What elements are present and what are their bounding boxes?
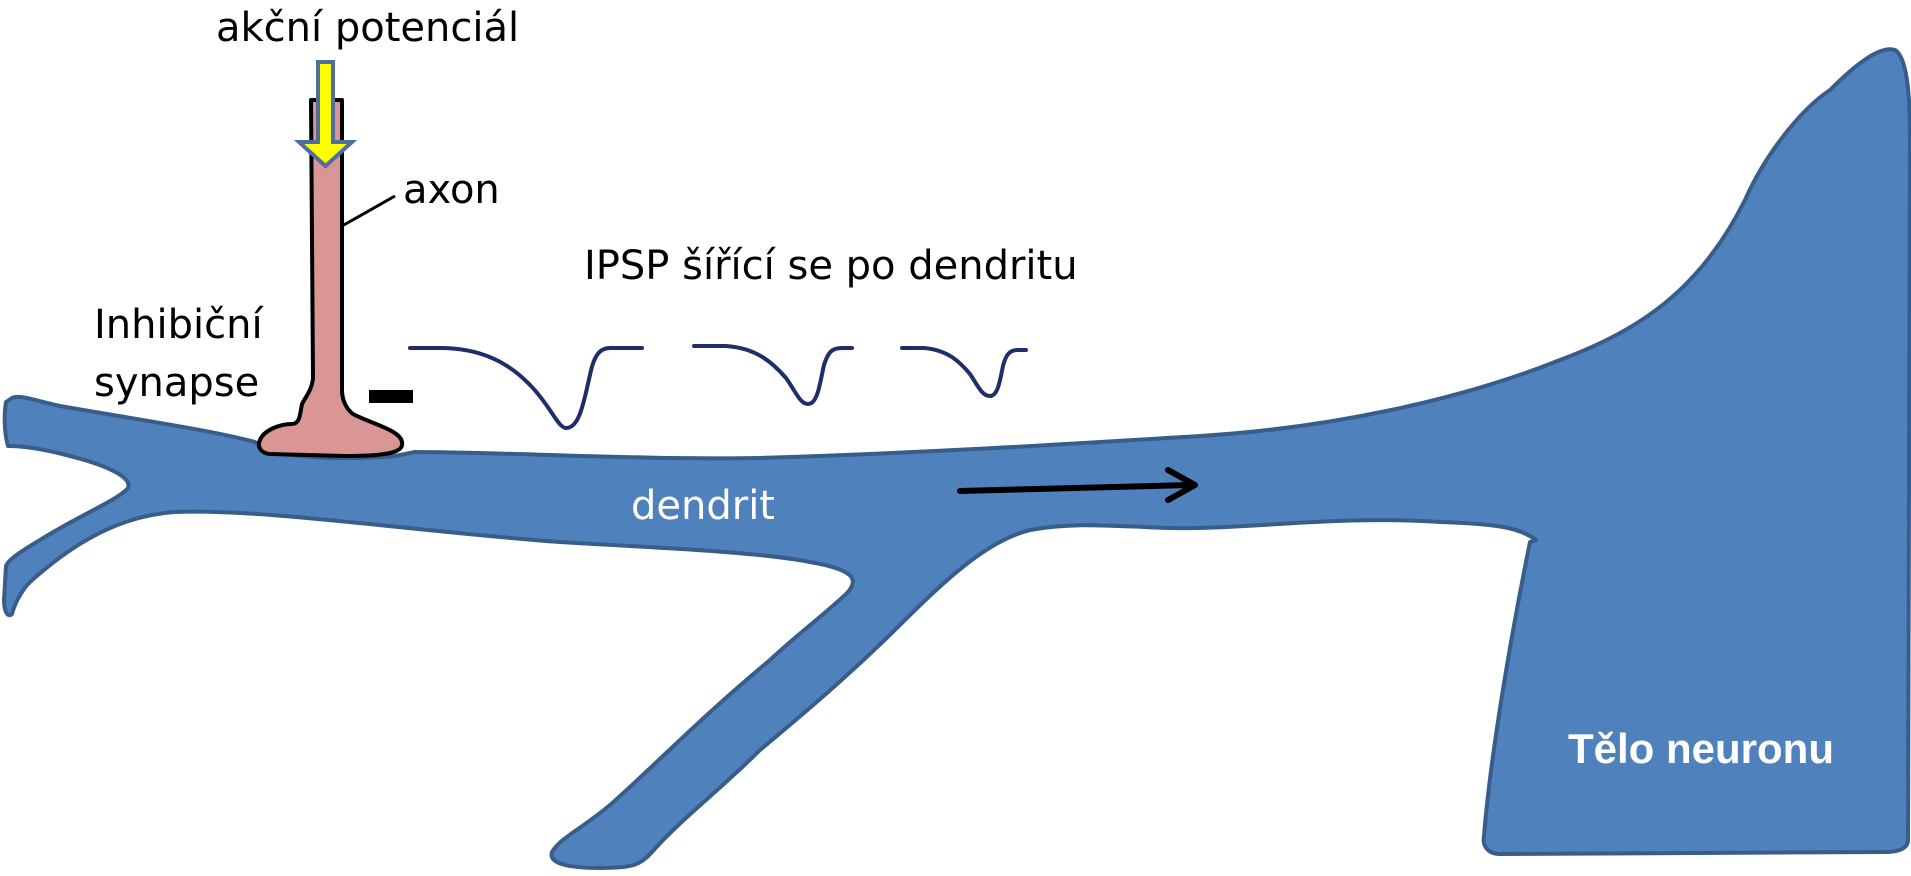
synapse-label: Inhibiční synapse	[94, 296, 294, 412]
minus-sign	[369, 390, 413, 403]
neuron-body-label: Tělo neuronu	[1568, 725, 1834, 772]
axon-leader-line	[341, 194, 396, 228]
right-arrow-icon	[957, 467, 1198, 503]
axon-terminal	[256, 98, 405, 458]
ipsp-wave-2	[692, 344, 854, 406]
axon-label: axon	[403, 167, 500, 213]
ipsp-label: IPSP šířící se po dendritu	[584, 243, 1078, 289]
synapse-label-line1: Inhibiční	[94, 302, 263, 348]
synapse-label-line2: synapse	[94, 360, 260, 406]
ipsp-wave-1	[408, 346, 644, 430]
action-potential-label: akční potenciál	[216, 5, 520, 51]
dendrite-label: dendrit	[631, 483, 775, 529]
ipsp-wave-3	[900, 346, 1028, 398]
down-arrow-icon	[293, 60, 358, 169]
neuron-shape	[2, 47, 1911, 870]
